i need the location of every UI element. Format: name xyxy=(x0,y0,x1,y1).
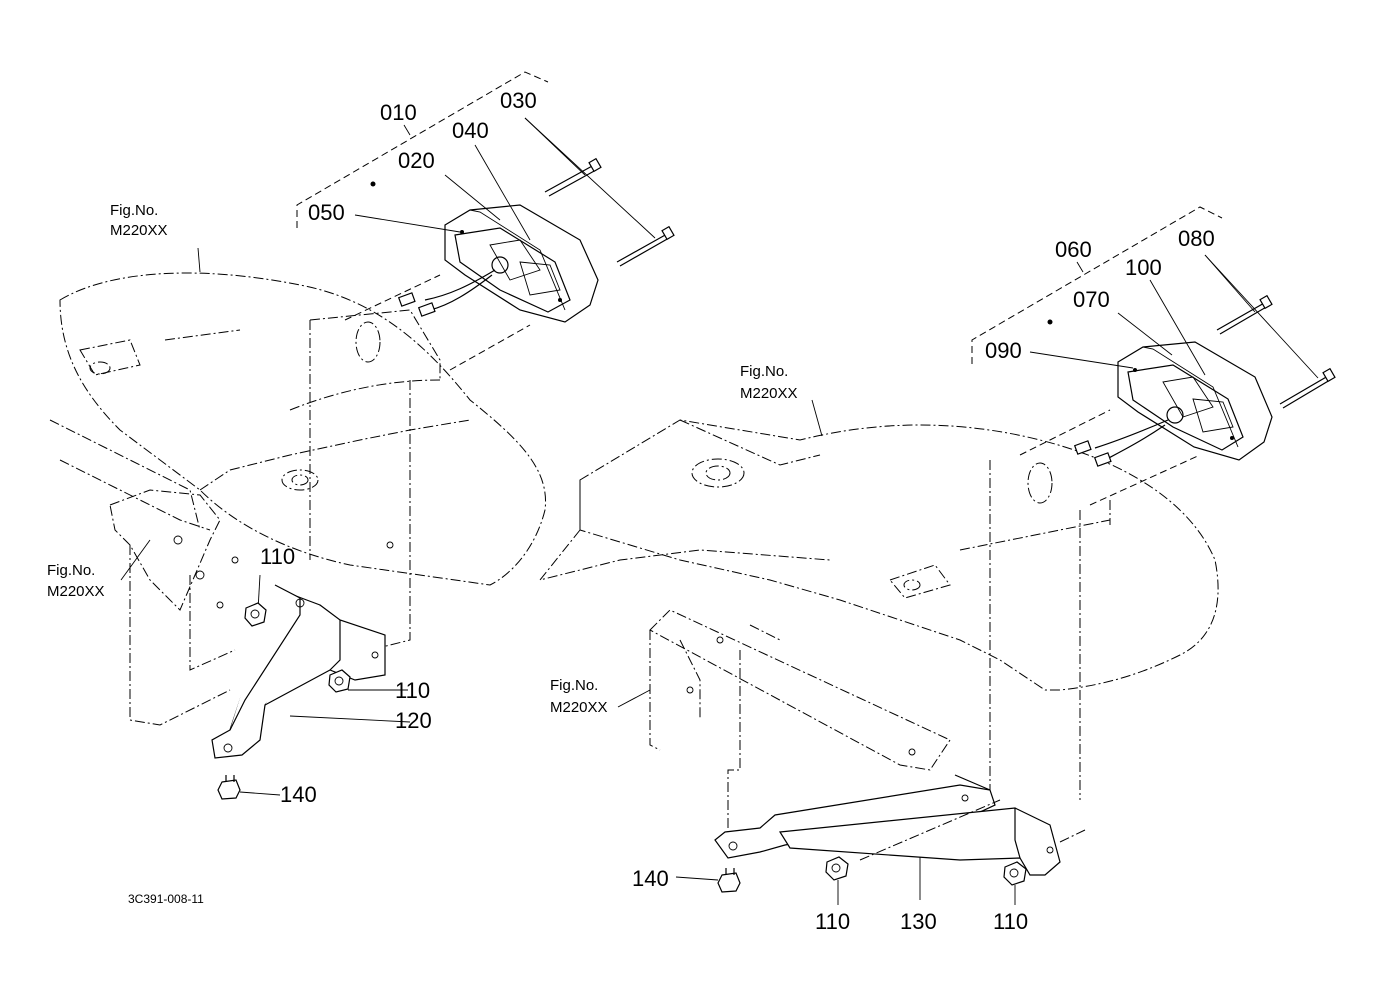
fig-ref-label: Fig.No. xyxy=(47,562,95,579)
label-part-090: 090 xyxy=(985,338,1022,363)
label-part-080: 080 xyxy=(1178,226,1215,251)
left-assembly-bracket xyxy=(296,71,549,228)
label-assembly-010: 010 xyxy=(380,100,417,125)
right-assembly-bracket xyxy=(971,206,1223,364)
fig-ref-label: Fig.No. xyxy=(550,677,598,694)
left-frame-bracket xyxy=(109,489,239,726)
label-part-110: 110 xyxy=(395,678,430,703)
label-part-140: 140 xyxy=(280,782,317,807)
label-part-020: 020 xyxy=(398,148,435,173)
fig-ref-number: M220XX xyxy=(110,222,168,239)
label-part-030: 030 xyxy=(500,88,537,113)
right-lamp xyxy=(1073,294,1336,467)
drawing-code: 3C391-008-11 xyxy=(128,892,204,906)
left-leaders xyxy=(120,117,656,796)
label-part-110: 110 xyxy=(993,909,1028,934)
left-fender-outline xyxy=(49,272,547,651)
left-assembly-labels: 010 020 030 040 050 110 110 120 140 xyxy=(260,88,537,807)
right-assembly-labels: 060 070 080 090 100 110 110 130 140 xyxy=(632,226,1215,934)
fig-ref-number: M220XX xyxy=(740,385,798,402)
fig-ref-number: M220XX xyxy=(47,583,105,600)
fig-ref-label: Fig.No. xyxy=(740,363,788,380)
label-part-130: 130 xyxy=(900,909,937,934)
left-lamp xyxy=(397,157,675,323)
label-part-070: 070 xyxy=(1073,287,1110,312)
figure-references: Fig.No. M220XX Fig.No. M220XX Fig.No. M2… xyxy=(47,202,798,716)
label-part-040: 040 xyxy=(452,118,489,143)
fig-ref-number: M220XX xyxy=(550,699,608,716)
label-assembly-060: 060 xyxy=(1055,237,1092,262)
label-part-140: 140 xyxy=(632,866,669,891)
right-fender-outline xyxy=(538,419,1219,800)
fig-ref-label: Fig.No. xyxy=(110,202,158,219)
label-part-100: 100 xyxy=(1125,255,1162,280)
right-support-bracket xyxy=(714,774,1086,893)
label-part-120: 120 xyxy=(395,708,432,733)
label-part-110: 110 xyxy=(815,909,850,934)
label-part-110: 110 xyxy=(260,544,295,569)
right-frame-bracket xyxy=(649,609,951,840)
right-leaders xyxy=(617,254,1319,905)
label-part-050: 050 xyxy=(308,200,345,225)
left-support-bracket xyxy=(211,584,386,800)
